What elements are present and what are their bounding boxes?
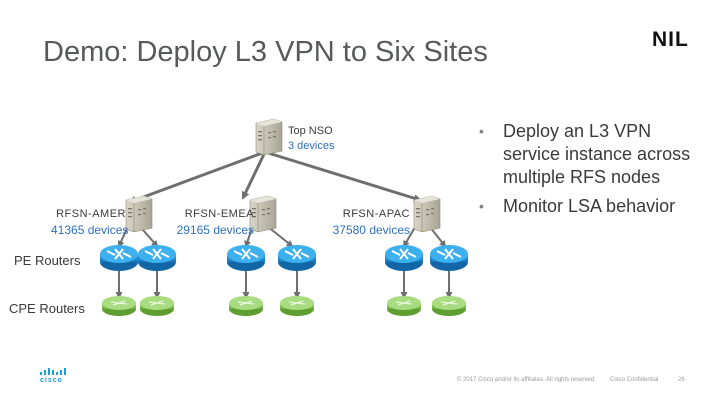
- cpe-router-icon: [432, 296, 466, 316]
- rfs-amer-node: RFSN-AMER 41365 devices: [51, 208, 129, 237]
- server-icon: [249, 195, 277, 233]
- cisco-logo-icon: [40, 368, 66, 375]
- server-icon: [413, 195, 441, 233]
- router-icon: [100, 245, 138, 271]
- rfs-apac-node: RFSN-APAC 37580 devices: [330, 208, 410, 237]
- router-icon: [430, 245, 468, 271]
- rfs-apac-name: RFSN-APAC: [342, 208, 410, 220]
- pe-routers-label: PE Routers: [14, 253, 81, 268]
- rfs-emea-name: RFSN-EMEA: [184, 208, 254, 220]
- top-nso-node: Top NSO 3 devices: [288, 126, 334, 152]
- cpe-routers-label: CPE Routers: [9, 301, 85, 316]
- bullet-dot-icon: •: [479, 198, 484, 214]
- link-top-apac: [264, 150, 422, 203]
- link-top-emea: [241, 151, 267, 200]
- pe-to-cpe-links: [115, 270, 453, 299]
- server-icon: [125, 195, 153, 233]
- top-to-rfs-links: [128, 150, 422, 204]
- cpe-router-icon: [387, 296, 421, 316]
- bullet-list: • Deploy an L3 VPN service instance acro…: [479, 120, 704, 224]
- router-icon: [227, 245, 265, 271]
- bullet-text: Monitor LSA behavior: [503, 196, 676, 216]
- top-nso-name: Top NSO: [288, 125, 333, 137]
- rfs-emea-node: RFSN-EMEA 29165 devices: [176, 208, 254, 237]
- cpe-router-icon: [102, 296, 136, 316]
- nil-logo-mark: NIL: [652, 28, 689, 49]
- nil-logo: NIL: [652, 27, 708, 49]
- slide-title: Demo: Deploy L3 VPN to Six Sites: [43, 36, 488, 68]
- server-icon: [255, 118, 283, 156]
- router-icon: [138, 245, 176, 271]
- cisco-brand-text: cisco: [40, 377, 63, 384]
- rfs-amer-count: 41365 devices: [51, 223, 129, 237]
- rfs-emea-count: 29165 devices: [176, 223, 254, 237]
- cpe-router-icon: [140, 296, 174, 316]
- cpe-router-icon: [280, 296, 314, 316]
- pe-router-icons: [100, 245, 468, 271]
- footer-copyright: © 2017 Cisco and/or its affiliates. All …: [457, 377, 596, 383]
- cpe-router-icons: [102, 296, 466, 316]
- cpe-router-icon: [229, 296, 263, 316]
- footer-confidential: Cisco Confidential: [610, 377, 659, 383]
- router-icon: [278, 245, 316, 271]
- router-icon: [385, 245, 423, 271]
- link-top-amer: [128, 150, 266, 204]
- svg-text:NIL: NIL: [652, 28, 689, 49]
- bullet-item: • Deploy an L3 VPN service instance acro…: [479, 120, 704, 189]
- bullet-item: • Monitor LSA behavior: [479, 195, 704, 218]
- bullet-text: Deploy an L3 VPN service instance across…: [503, 121, 691, 187]
- bullet-dot-icon: •: [479, 123, 484, 139]
- page-number: 26: [678, 377, 685, 383]
- rfs-amer-name: RFSN-AMER: [56, 208, 126, 220]
- top-nso-count: 3 devices: [288, 140, 335, 152]
- rfs-apac-count: 37580 devices: [332, 223, 410, 237]
